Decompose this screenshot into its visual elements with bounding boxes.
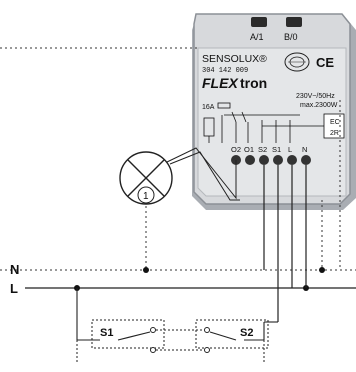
terminal-label-l: L [288,145,292,154]
module-wires [263,165,307,322]
dotted-guides [0,47,356,271]
part-number: 304 142 009 [202,67,248,75]
ce-mark: CE [316,55,334,70]
switch-s2: S2 [195,319,269,353]
rating-power: max.2300W [300,102,338,109]
switch-s2-contact [209,331,237,341]
switch-s2-terminal-top [204,327,210,333]
rating-voltage: 230V~/50Hz [296,93,335,100]
switch-s1: S1 [91,319,165,353]
fuse-icon [217,102,231,109]
switch-s1-terminal-top [150,327,156,333]
terminal-o1 [245,155,255,165]
product-suffix: tron [240,75,267,91]
terminal-label-n: N [302,145,307,154]
neutral-junction-lamp [143,267,149,273]
button-a[interactable] [251,17,267,27]
terminal-l [287,155,297,165]
button-a-label: A/1 [250,32,264,42]
terminal-label-o1: O1 [244,145,254,154]
switch-s1-housing [91,319,165,349]
lamp-label: 1 [143,191,149,202]
live-label: L [10,281,18,296]
lamp-wire-return [169,151,240,201]
terminal-s2 [259,155,269,165]
traveler-wires [156,329,204,351]
flextron-module: A/1 B/0 SENSOLUX® 304 142 009 FLEX tron … [192,13,356,210]
mode-ec: EC [330,119,340,126]
switch-s1-label: S1 [100,327,113,339]
brand-logo-icon [284,52,310,72]
terminal-label-s1: S1 [272,145,281,154]
brand-label: SENSOLUX® [202,53,267,65]
lamp-icon: 1 [119,151,173,205]
mode-2r: 2R [330,130,339,137]
terminal-s1 [273,155,283,165]
product-prefix: FLEX [202,75,239,91]
terminal-label-s2: S2 [258,145,267,154]
fuse-label: 16A [202,104,215,111]
switch-s1-terminal-bottom [150,347,156,353]
terminal-n [301,155,311,165]
lamp-wire [166,147,237,200]
internal-schematic [203,111,345,143]
neutral-junction-module [319,267,325,273]
terminal-labels: O2 O1 S2 S1 L N [231,145,307,154]
switch-s1-contact [117,331,151,341]
terminal-label-o2: O2 [231,145,241,154]
switch-s2-terminal-bottom [204,347,210,353]
button-b-label: B/0 [284,32,298,42]
switch-s2-housing [195,319,269,349]
switch-s2-label: S2 [240,327,253,339]
switch-circuit [76,288,278,341]
neutral-label: N [10,262,19,277]
button-b[interactable] [286,17,302,27]
